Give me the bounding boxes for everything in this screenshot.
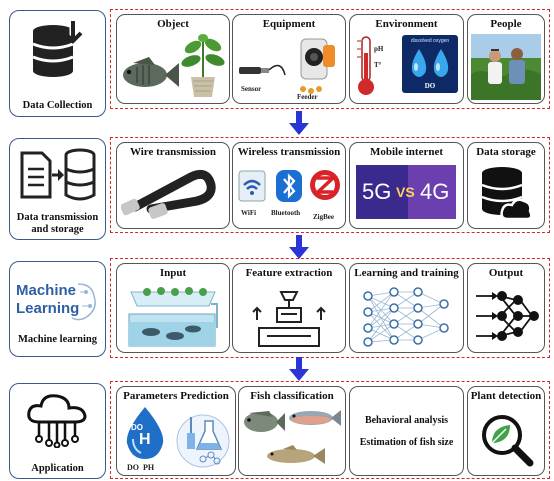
neural-network-icon	[363, 287, 449, 347]
card-behavior-size: Behavioral analysis Estimation of fish s…	[349, 386, 464, 476]
card-input: Input	[116, 263, 230, 353]
row-label-text: Data transmission and storage	[10, 212, 105, 236]
cloud-database-icon	[481, 167, 533, 221]
card-equipment: Equipment Sensor Feeder	[232, 14, 346, 104]
do-ph-label: DO PH	[127, 463, 155, 472]
row-label-application: Application	[9, 383, 106, 479]
cloud-circuit-icon	[27, 394, 87, 448]
row-label-machine-learning: Machine Learning Machine learning	[9, 261, 106, 357]
feeder-icon	[300, 38, 335, 94]
do-panel-title: dissolved oxygen	[410, 38, 450, 44]
zigbee-label: ZigBee	[313, 213, 334, 221]
card-title: Plant detection	[470, 390, 542, 402]
card-title: Data storage	[476, 146, 536, 158]
4g-label: 4G	[420, 179, 450, 204]
carp-fish-icon	[267, 445, 325, 464]
card-data-storage: Data storage	[467, 142, 545, 229]
card-feature-extraction: Feature extraction	[232, 263, 346, 353]
down-arrow-icon	[289, 111, 309, 135]
lab-flask-icon	[176, 414, 230, 468]
zigbee-icon	[310, 170, 340, 200]
card-title: Object	[157, 18, 189, 30]
5g-label: 5G	[362, 179, 392, 204]
usb-cable-icon	[121, 169, 216, 219]
feature-extraction-icon	[252, 291, 326, 347]
row-label-data-transmission: Data transmission and storage	[9, 138, 106, 240]
card-title: People	[490, 18, 522, 30]
magnifier-leaf-icon	[482, 415, 534, 467]
card-plant-detection: Plant detection	[467, 386, 545, 476]
row-label-line2: and storage	[31, 224, 84, 235]
wifi-icon	[238, 170, 266, 202]
tilapia-fish-icon	[244, 411, 285, 432]
water-drop-icon	[126, 407, 164, 459]
card-title: Feature extraction	[245, 267, 333, 279]
card-title: Fish classification	[250, 390, 334, 402]
row-label-line1: Data transmission	[16, 212, 99, 223]
people-in-field-photo	[471, 34, 541, 100]
row-label-data-collection: Data Collection	[9, 10, 106, 117]
fish-size-label: Estimation of fish size	[359, 437, 454, 448]
thermometer-icon	[357, 36, 374, 95]
temperature-label: T°	[374, 61, 382, 69]
card-title: Input	[159, 267, 187, 279]
card-title: Mobile internet	[369, 146, 443, 158]
card-title: Learning and training	[354, 267, 459, 279]
banner-right-half	[408, 165, 456, 219]
vs-label: VS	[396, 184, 415, 200]
behavioral-analysis-label: Behavioral analysis	[364, 415, 449, 426]
down-arrow-icon	[289, 235, 309, 259]
card-title: Output	[488, 267, 524, 279]
card-output: Output	[467, 263, 545, 353]
plant-icon	[181, 34, 225, 97]
aquaponics-tank-icon	[128, 287, 218, 347]
wifi-label: WiFi	[241, 209, 257, 217]
document-to-database-icon	[20, 148, 96, 201]
card-mobile-internet: Mobile internet 5G VS 4G	[349, 142, 464, 229]
fish-icon	[123, 57, 179, 87]
down-arrow-icon	[289, 357, 309, 381]
machine-learning-logo: Machine Learning	[16, 278, 98, 324]
card-fish-classification: Fish classification	[238, 386, 346, 476]
application-group	[110, 381, 550, 479]
sensor-label: Sensor	[241, 85, 262, 93]
output-network-icon	[476, 291, 539, 341]
bluetooth-label: Bluetooth	[271, 209, 301, 217]
water-drops-icon	[411, 49, 449, 77]
database-download-icon	[32, 21, 83, 77]
bluetooth-icon	[276, 170, 302, 202]
card-environment: Environment pH T° dissolved oxygen DO	[349, 14, 464, 104]
ml-group	[110, 258, 550, 358]
sensor-icon	[239, 64, 286, 76]
card-wire-transmission: Wire transmission	[116, 142, 230, 229]
collection-group	[110, 9, 550, 109]
card-title: Equipment	[262, 18, 316, 30]
ph-label: pH	[374, 45, 384, 53]
logo-line1: Machine	[16, 282, 77, 299]
card-title: Environment	[375, 18, 438, 30]
do-panel: dissolved oxygen DO	[402, 35, 458, 93]
feeder-label: Feeder	[297, 93, 318, 101]
5g-vs-4g-banner: 5G VS 4G	[356, 165, 456, 219]
transmission-group	[110, 137, 550, 233]
card-title: Wireless transmission	[237, 146, 341, 158]
do-drop-label: DO	[131, 423, 143, 432]
card-object: Object	[116, 14, 230, 104]
row-label-text: Machine learning	[17, 334, 98, 345]
logo-line2: Learning	[16, 300, 80, 317]
card-learning-training: Learning and training	[349, 263, 464, 353]
card-parameters-prediction: Parameters Prediction DO H DO PH	[116, 386, 236, 476]
row-label-text: Data Collection	[22, 100, 93, 111]
do-label: DO	[424, 82, 436, 90]
card-wireless-transmission: Wireless transmission WiFi Bluetooth Zig…	[232, 142, 346, 229]
brain-circuit-icon	[71, 283, 96, 321]
card-title: Parameters Prediction	[123, 390, 229, 402]
salmon-fish-icon	[289, 410, 341, 426]
card-people: People	[467, 14, 545, 104]
row-label-text: Application	[31, 463, 84, 474]
card-title: Wire transmission	[129, 146, 217, 158]
h-drop-label: H	[139, 431, 151, 448]
